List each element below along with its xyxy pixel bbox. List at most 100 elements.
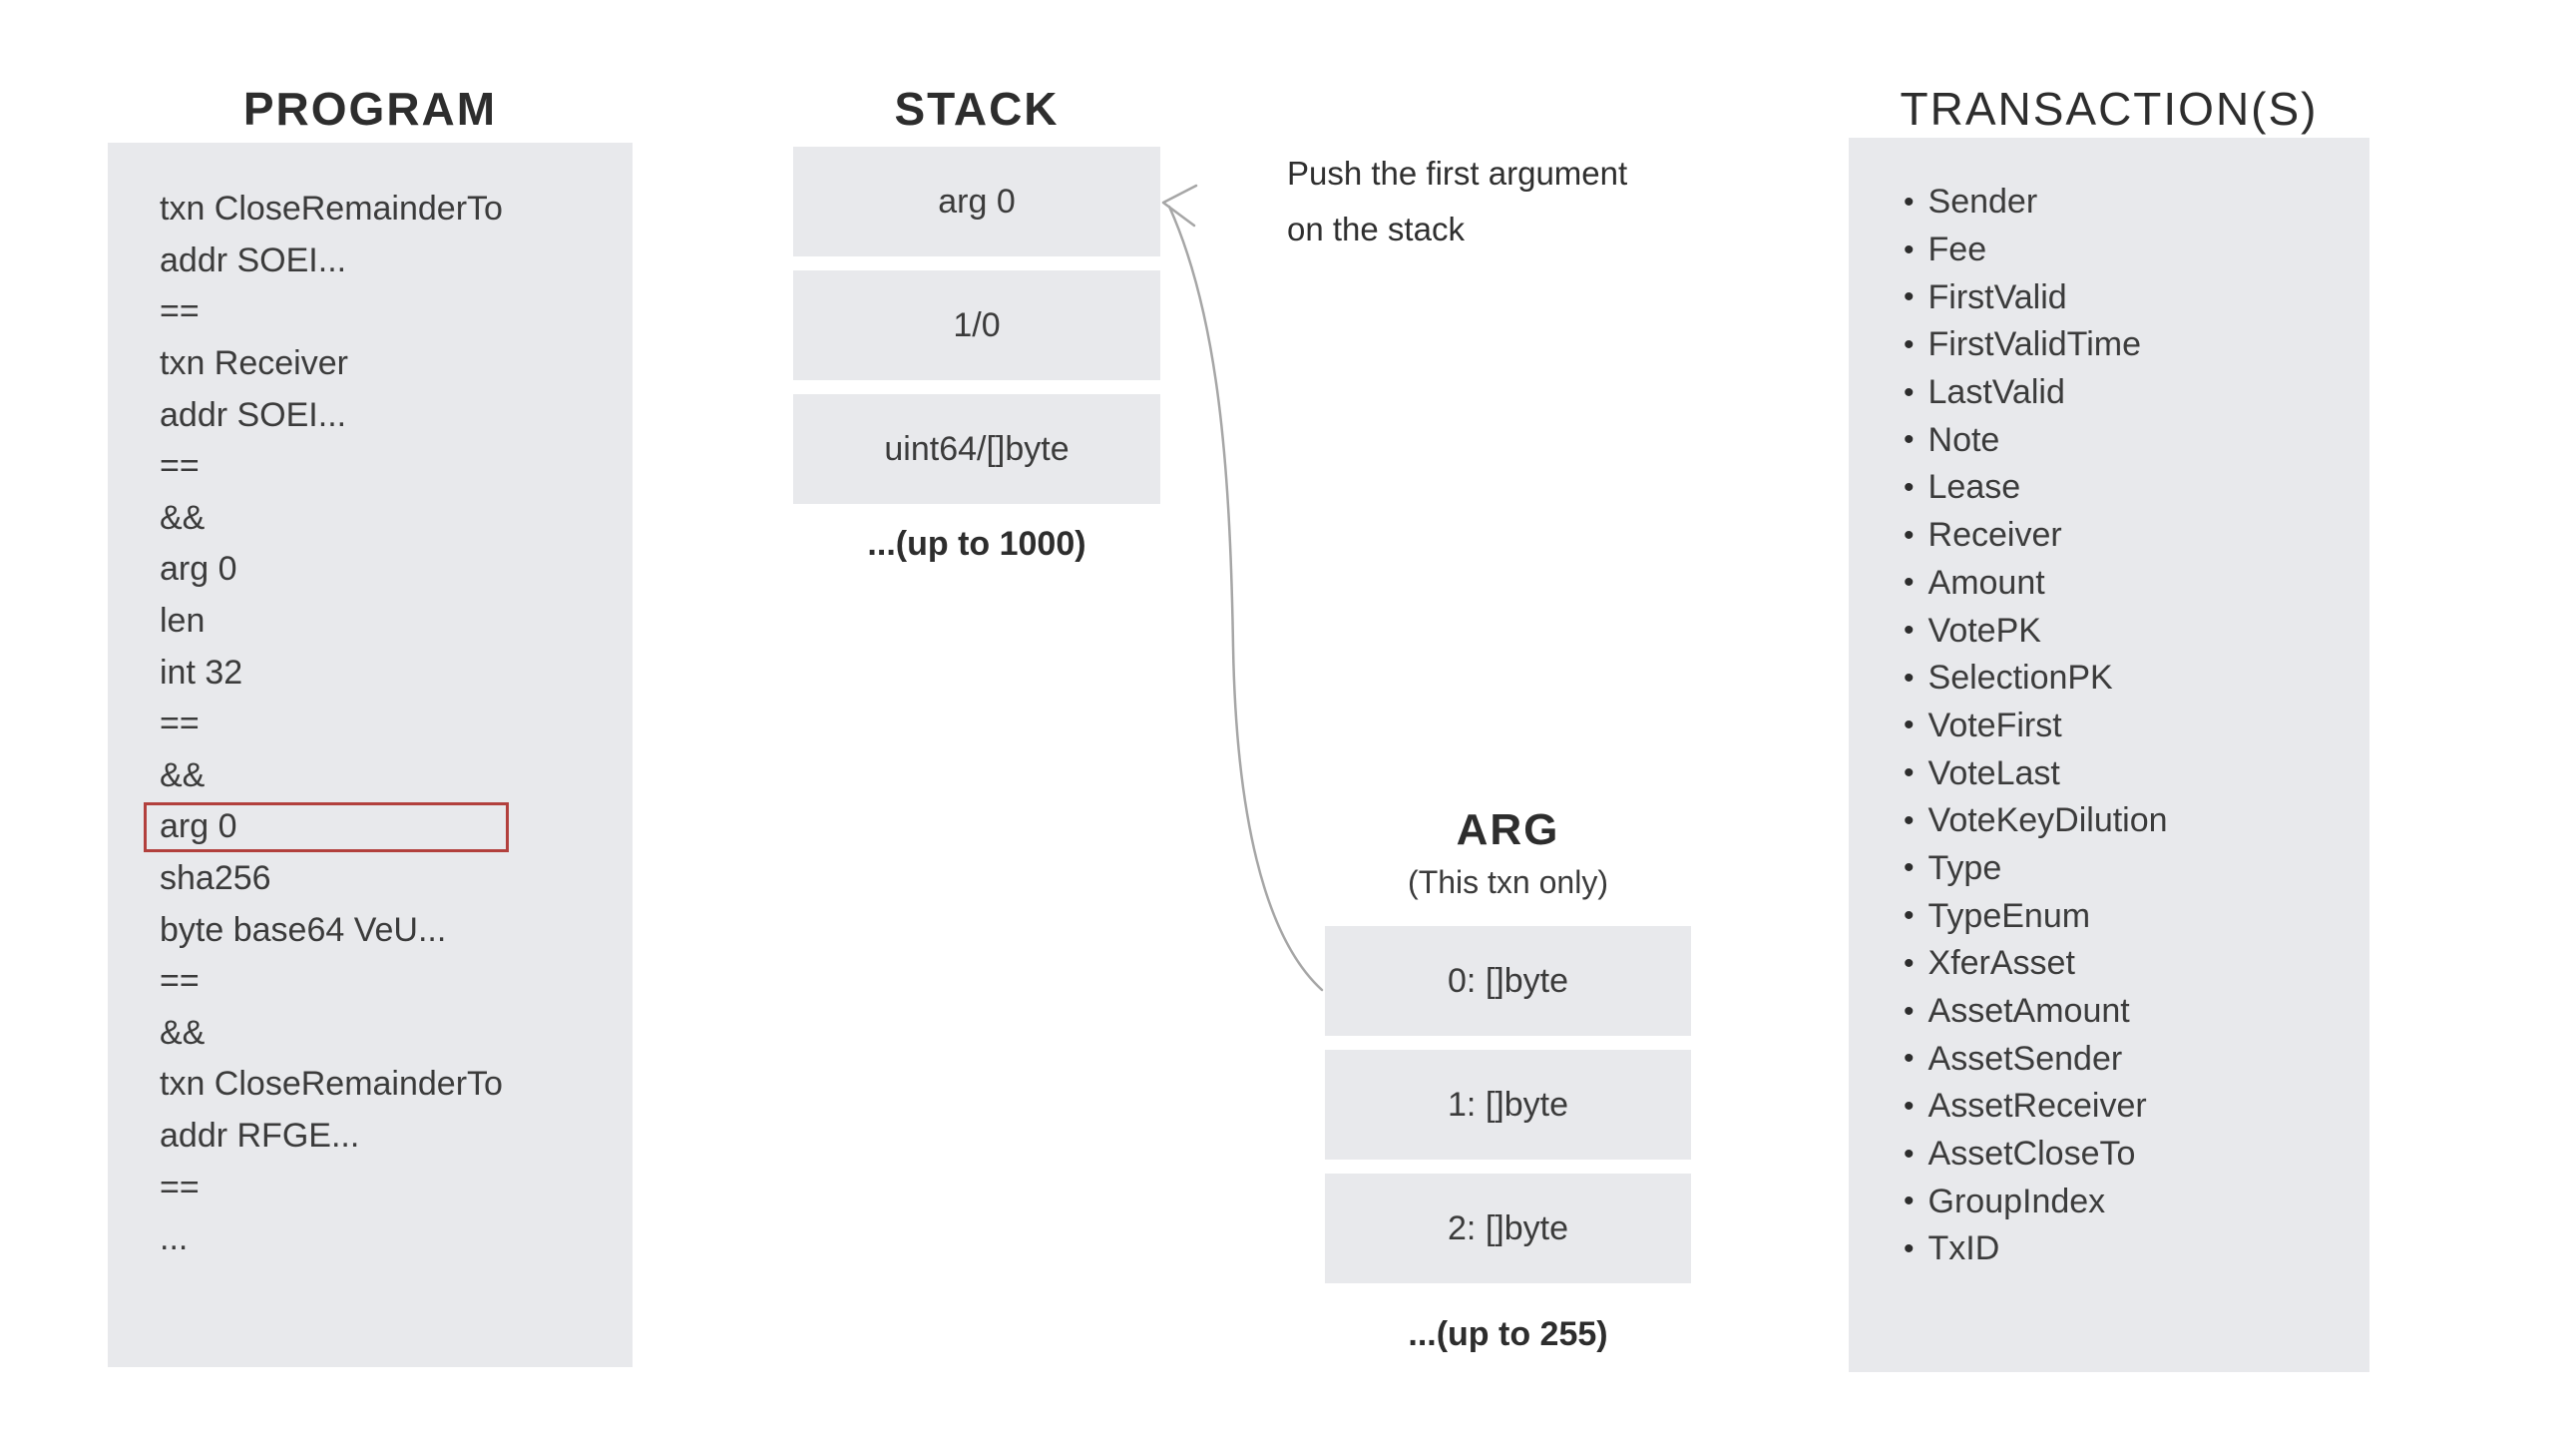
transaction-field-item: •TypeEnum [1849, 892, 2369, 940]
transaction-field-label: FirstValidTime [1928, 325, 2141, 364]
bullet-icon: • [1904, 327, 1915, 361]
push-annotation-line1: Push the first argument [1287, 155, 1628, 192]
transaction-field-label: Amount [1928, 563, 2045, 602]
stack-boxes: arg 0 1/0 uint64/[]byte [793, 147, 1160, 518]
bullet-icon: • [1904, 946, 1915, 980]
bullet-icon: • [1904, 994, 1915, 1028]
bullet-icon: • [1904, 1042, 1915, 1076]
transaction-field-label: TypeEnum [1928, 896, 2091, 935]
bullet-icon: • [1904, 470, 1915, 504]
arg-subtitle: (This txn only) [1408, 864, 1608, 900]
transaction-field-label: Receiver [1928, 516, 2062, 555]
bullet-icon: • [1904, 1089, 1915, 1123]
arg-title: ARG [1456, 805, 1560, 854]
transaction-field-label: LastValid [1928, 373, 2065, 412]
transaction-field-item: • FirstValidTime [1849, 321, 2369, 369]
transaction-field-label: GroupIndex [1928, 1182, 2106, 1220]
transaction-field-label: VoteLast [1928, 753, 2060, 792]
transaction-field-item: •Note [1849, 416, 2369, 464]
transaction-field-item: • XferAsset [1849, 940, 2369, 988]
program-code-line: && [160, 755, 206, 794]
transaction-field-item: • AssetAmount [1849, 988, 2369, 1036]
transaction-field-label: AssetCloseTo [1928, 1135, 2136, 1174]
program-code-line: txn Receiver [160, 344, 348, 383]
bullet-icon: • [1904, 518, 1915, 552]
arg-box: 1: []byte [1325, 1050, 1691, 1160]
transaction-field-label: VotePK [1928, 611, 2041, 650]
transactions-panel: • Sender • Fee • FirstValid • FirstValidTime • La… [1849, 138, 2369, 1372]
program-code-line: txn CloseRemainderTo [160, 1065, 503, 1104]
transaction-field-item: • VoteLast [1849, 749, 2369, 797]
stack-box: 1/0 [793, 270, 1160, 380]
program-title: PROGRAM [242, 83, 498, 135]
bullet-icon: • [1904, 614, 1915, 648]
bullet-icon: • [1904, 566, 1915, 600]
transaction-field-item: • VotePK [1849, 607, 2369, 655]
transaction-field-item: • Type [1849, 845, 2369, 893]
transaction-field-item: • Sender [1849, 179, 2369, 227]
stack-box: uint64/[]byte [793, 394, 1160, 504]
transaction-field-item: •AssetSender [1849, 1035, 2369, 1083]
transaction-field-label: Type [1928, 848, 2002, 887]
stack-title: STACK [894, 83, 1060, 135]
transaction-field-item: • LastValid [1849, 369, 2369, 417]
bullet-icon: • [1904, 1137, 1915, 1171]
program-code-line: == [160, 705, 200, 743]
bullet-icon: • [1904, 851, 1915, 885]
bullet-icon: • [1904, 661, 1915, 695]
bullet-icon: • [1904, 756, 1915, 790]
push-annotation: Push the first argument on the stack [1287, 146, 1706, 257]
arg-box: 2: []byte [1325, 1174, 1691, 1283]
arg-caption: ...(up to 255) [1408, 1315, 1608, 1353]
program-code-line: ... [160, 1219, 189, 1258]
transactions-list: • Sender • Fee • FirstValid • FirstValidTime • La… [1849, 138, 2369, 1273]
transaction-field-label: FirstValid [1928, 277, 2067, 316]
bullet-icon: • [1904, 233, 1915, 266]
bullet-icon: • [1904, 709, 1915, 742]
program-code-line-highlighted: arg 0 [144, 801, 633, 853]
transaction-field-label: SelectionPK [1928, 659, 2113, 698]
transaction-field-label: Fee [1928, 231, 1987, 269]
program-code-line: addr SOEI... [160, 395, 347, 434]
push-annotation-line2: on the stack [1287, 211, 1465, 247]
transaction-field-label: AssetAmount [1928, 992, 2130, 1031]
program-code-line: addr SOEI... [160, 240, 347, 279]
program-code-line: int 32 [160, 653, 243, 692]
transaction-field-label: VoteKeyDilution [1928, 801, 2168, 840]
program-code-line: == [160, 292, 200, 331]
bullet-icon: • [1904, 375, 1915, 409]
program-code-line: len [160, 602, 206, 641]
transaction-field-item: • Receiver [1849, 512, 2369, 560]
program-code-line: == [160, 962, 200, 1001]
stack-box: arg 0 [793, 147, 1160, 256]
transaction-field-item: • VoteKeyDilution [1849, 797, 2369, 845]
transaction-field-item: • Fee [1849, 227, 2369, 274]
program-code-line: == [160, 447, 200, 486]
transaction-field-item: • Amount [1849, 560, 2369, 608]
transaction-field-item: • AssetReceiver [1849, 1083, 2369, 1131]
bullet-icon: • [1904, 280, 1915, 314]
bullet-icon: • [1904, 185, 1915, 219]
push-arrow-head [1161, 184, 1198, 228]
transaction-field-item: •GroupIndex [1849, 1178, 2369, 1225]
transaction-field-item: •VoteFirst [1849, 703, 2369, 750]
transaction-field-item: • AssetCloseTo [1849, 1131, 2369, 1179]
transaction-field-label: TxID [1928, 1229, 2000, 1268]
bullet-icon: • [1904, 1231, 1915, 1265]
transaction-field-label: Sender [1928, 183, 2038, 222]
push-arrow-curve [1167, 205, 1324, 992]
transaction-field-label: XferAsset [1928, 944, 2075, 983]
program-code-line: addr RFGE... [160, 1116, 360, 1155]
bullet-icon: • [1904, 803, 1915, 837]
transaction-field-item: • SelectionPK [1849, 655, 2369, 703]
program-code-line: txn CloseRemainderTo [160, 190, 503, 229]
program-panel: txn CloseRemainderTo addr SOEI... == txn Re… [108, 143, 633, 1367]
transaction-field-label: AssetReceiver [1928, 1087, 2147, 1126]
bullet-icon: • [1904, 423, 1915, 457]
program-code-line: arg 0 [160, 550, 237, 589]
program-code-line: && [160, 498, 206, 537]
transaction-field-item: • FirstValid [1849, 273, 2369, 321]
program-code-line: && [160, 1013, 206, 1052]
